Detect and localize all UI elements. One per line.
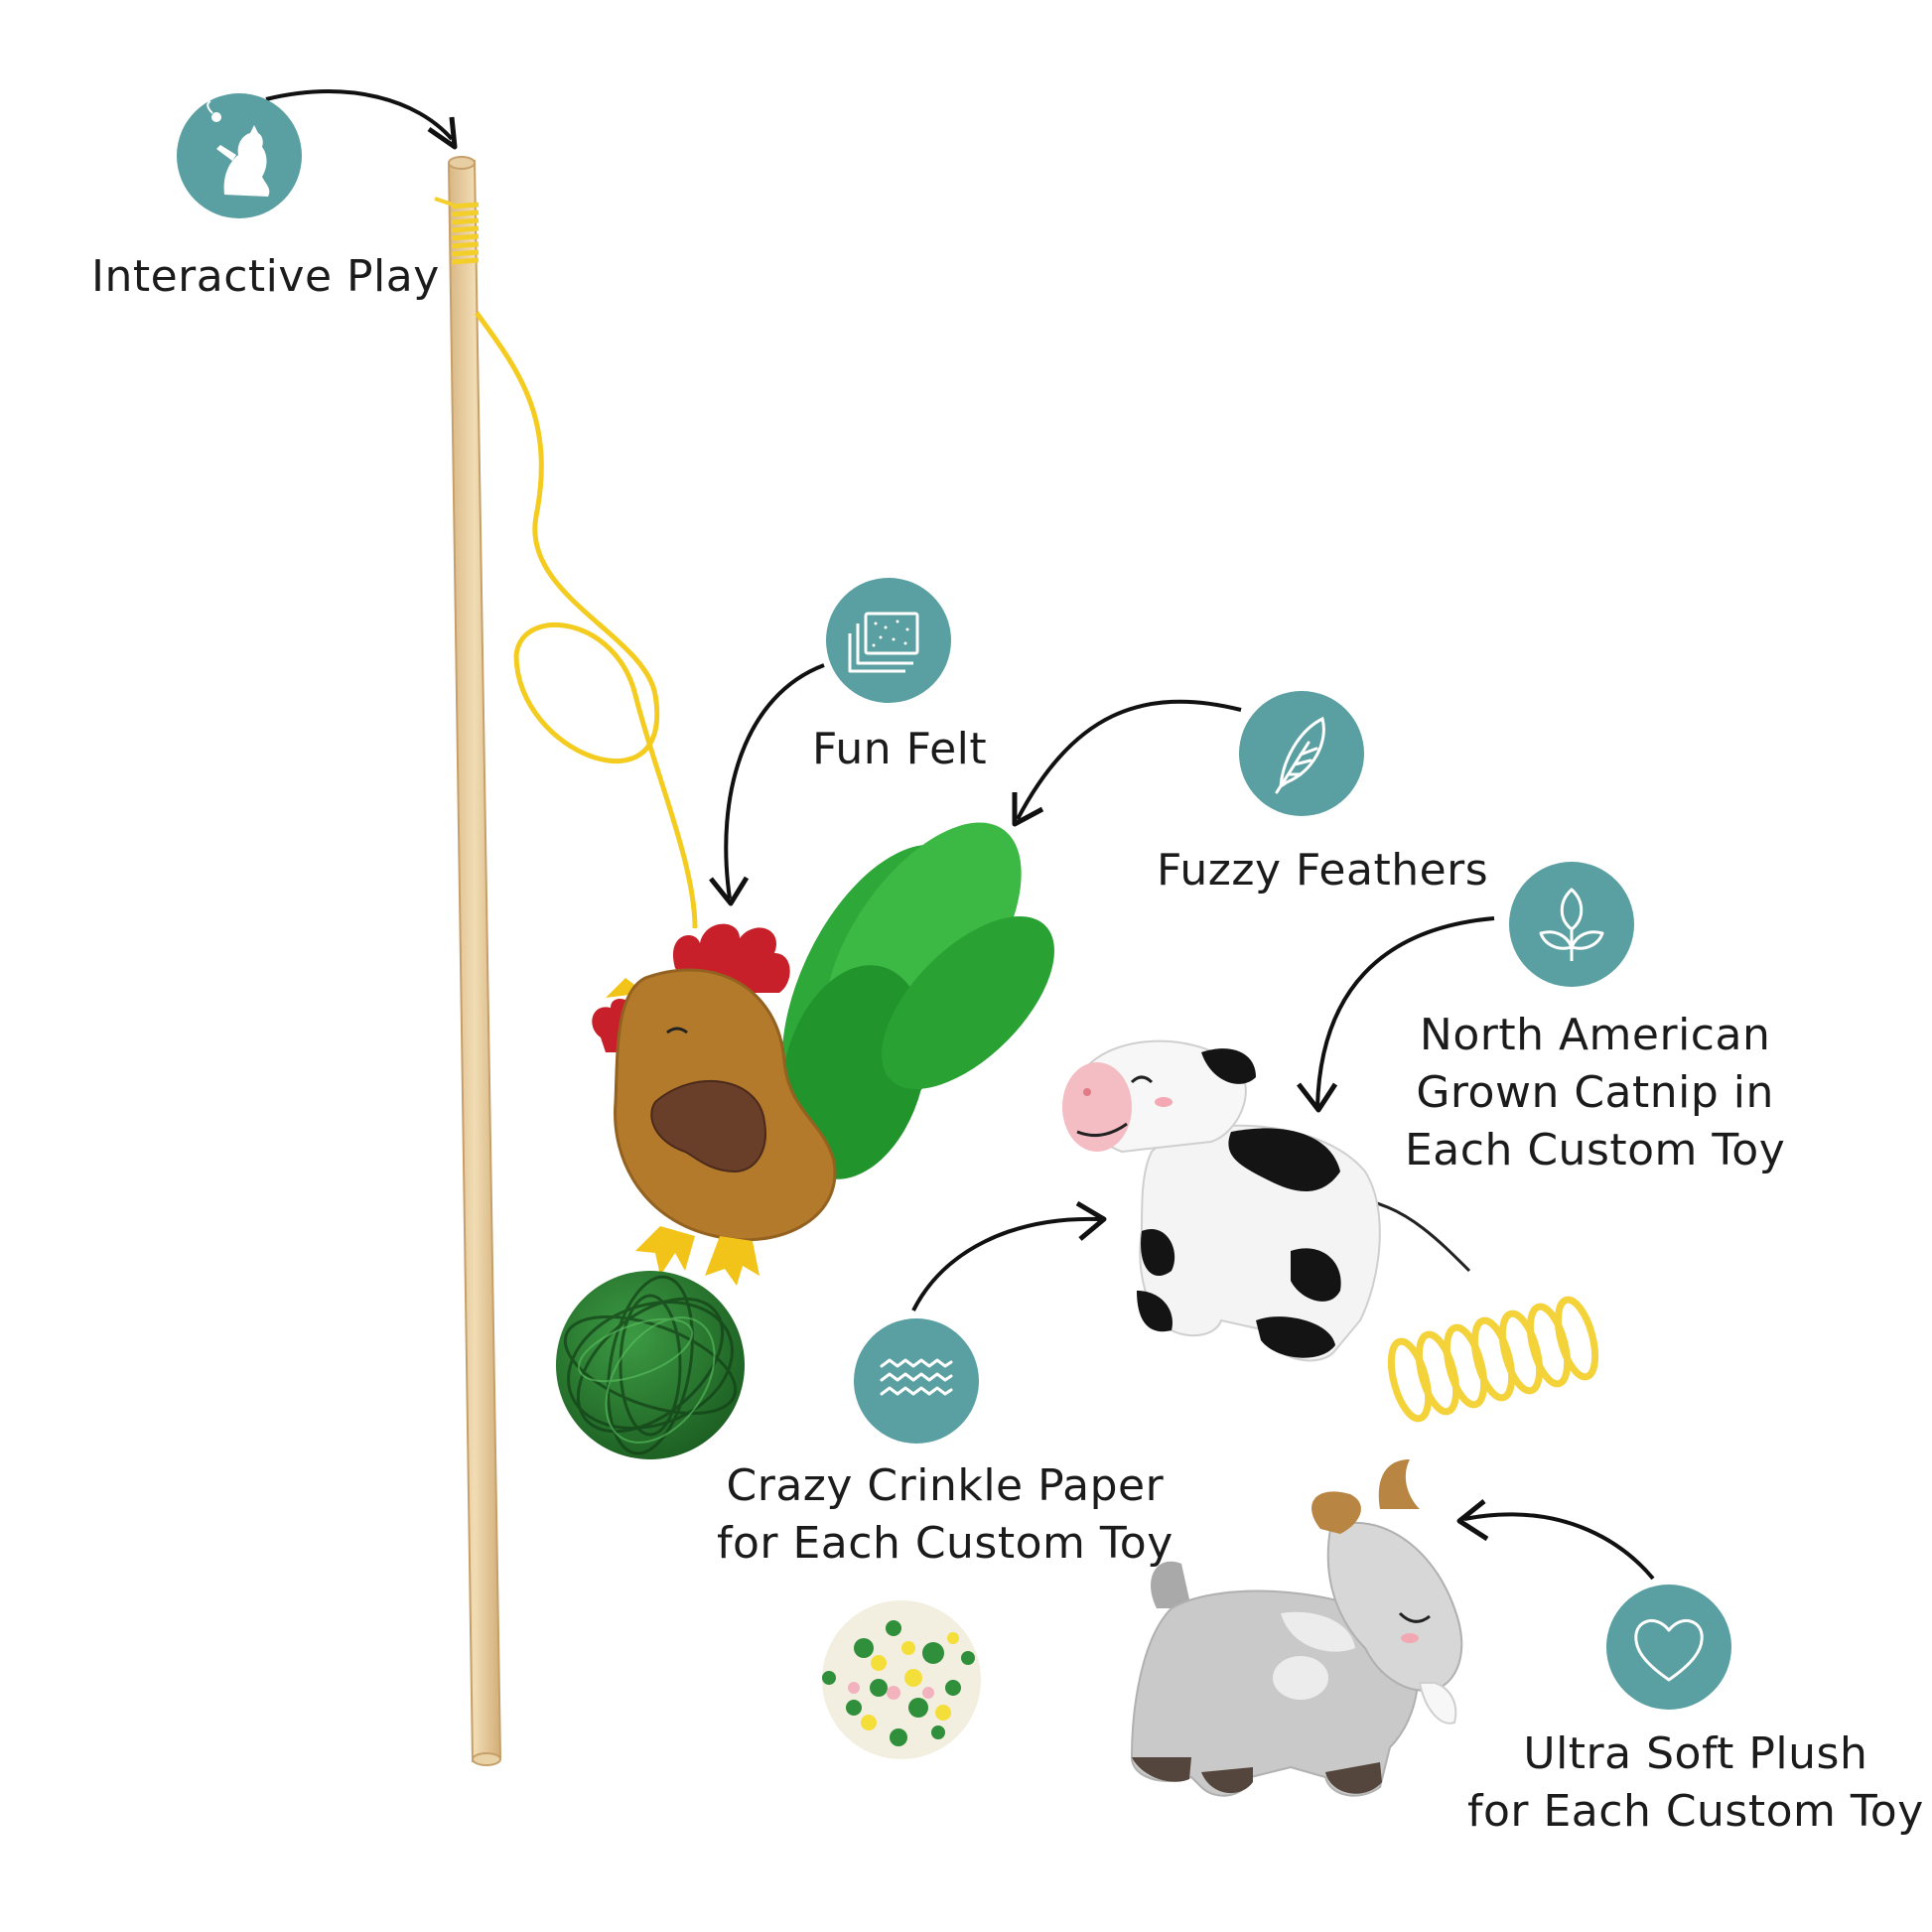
pom-pom-ball <box>822 1600 981 1759</box>
sprout-leaves-icon <box>1539 888 1604 961</box>
catnip-line-1: North American <box>1419 1010 1771 1060</box>
catnip-badge <box>1509 862 1634 987</box>
crinkle-badge <box>854 1318 979 1444</box>
goat-plush-toy <box>1130 1459 1463 1797</box>
arrow-crinkle <box>911 1200 1107 1311</box>
fuzzy-feathers-label: Fuzzy Feathers <box>1157 845 1489 896</box>
fuzzy-feathers-badge <box>1239 691 1364 816</box>
arrow-fuzzy-feathers <box>1012 699 1242 827</box>
catnip-label: North American Grown Catnip in Each Cust… <box>1405 1007 1785 1179</box>
plush-label: Ultra Soft Plush for Each Custom Toy <box>1467 1725 1924 1841</box>
crinkle-line-1: Crazy Crinkle Paper <box>726 1460 1165 1511</box>
felt-sheets-icon <box>848 612 919 673</box>
green-feathers <box>780 822 1054 1179</box>
arrow-fun-felt <box>709 663 825 906</box>
plush-line-2: for Each Custom Toy <box>1467 1786 1924 1837</box>
arrow-catnip <box>1297 916 1495 1113</box>
arrow-interactive-play <box>265 89 458 150</box>
catnip-line-3: Each Custom Toy <box>1405 1125 1786 1175</box>
arrow-plush <box>1456 1499 1655 1581</box>
plush-badge <box>1606 1585 1731 1710</box>
cow-plush-toy <box>1062 1039 1471 1362</box>
crinkle-line-2: for Each Custom Toy <box>717 1518 1173 1569</box>
string-wrap <box>451 202 480 265</box>
crinkle-label: Crazy Crinkle Paper for Each Custom Toy <box>717 1457 1173 1573</box>
wicker-ball <box>556 1271 745 1459</box>
spring-toy <box>1387 1296 1599 1423</box>
catnip-line-2: Grown Catnip in <box>1416 1067 1774 1118</box>
fun-felt-label: Fun Felt <box>812 724 988 774</box>
cat-playing-icon <box>207 100 270 197</box>
interactive-play-badge <box>177 93 302 218</box>
fun-felt-badge <box>826 578 951 703</box>
feather-icon <box>1275 716 1325 794</box>
chicken-felt-toy <box>592 822 1054 1286</box>
heart-icon <box>1634 1619 1704 1682</box>
wavy-lines-icon <box>880 1358 953 1396</box>
wand-toy <box>434 156 698 1766</box>
interactive-play-label: Interactive Play <box>91 251 440 302</box>
wand-string <box>474 311 698 929</box>
plush-line-1: Ultra Soft Plush <box>1523 1728 1868 1779</box>
